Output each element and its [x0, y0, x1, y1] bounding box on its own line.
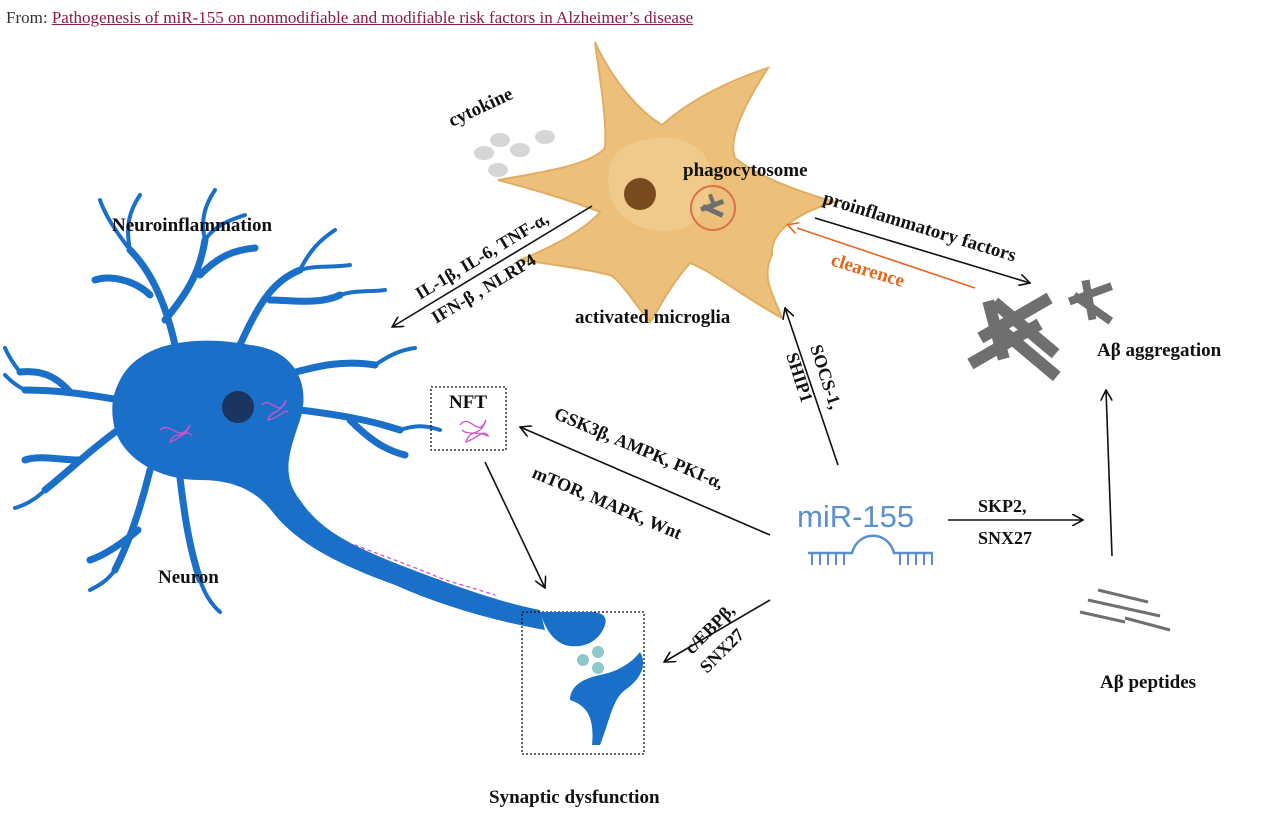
- arrow-microglia-to-neuron: [392, 205, 593, 327]
- from-label: From:: [6, 8, 48, 27]
- article-link[interactable]: Pathogenesis of miR-155 on nonmodifiable…: [51, 8, 694, 27]
- gsk-line2-label: mTOR, MAPK, Wnt: [529, 462, 684, 543]
- arrow-mir-to-microglia: [785, 308, 839, 466]
- microglia-cell-icon: [497, 41, 839, 324]
- arrow-clearance: [797, 228, 976, 289]
- skp-line1-label: SKP2,: [978, 496, 1027, 516]
- phagocytosome-icon: [690, 185, 736, 231]
- neuroinflammation-label: Neuroinflammation: [112, 215, 273, 236]
- synaptic-dysfunction-label: Synaptic dysfunction: [489, 787, 660, 808]
- microglia-nucleus-icon: [624, 178, 656, 210]
- amyloid-aggregate-icon: [967, 279, 1114, 382]
- ab-aggregation-label: Aβ aggregation: [1097, 340, 1222, 361]
- nft-tangle-icon: [459, 419, 490, 444]
- phagocytosome-label: phagocytosome: [683, 160, 808, 181]
- mir155-label: miR-155: [797, 499, 914, 534]
- cytokine-label: cytokine: [445, 84, 516, 132]
- neuron-cell-icon: [3, 188, 545, 630]
- synapse-icon: [540, 612, 644, 745]
- tau-tangle-icon: [159, 399, 496, 596]
- arrow-mir-to-nft: [520, 427, 771, 536]
- ab-peptides-label: Aβ peptides: [1100, 672, 1196, 693]
- arrow-mir-to-synapse: [664, 599, 771, 662]
- socs-line1-label: SOCS-1,: [806, 342, 846, 411]
- neuron-label: Neuron: [158, 567, 219, 588]
- cytokine-dots-icon: [474, 130, 555, 177]
- mirna-hairpin-icon: [808, 534, 933, 565]
- arrow-nft-to-synapse: [484, 461, 545, 588]
- nft-label: NFT: [449, 392, 487, 413]
- arrow-microglia-to-aggregation: [814, 217, 1030, 283]
- neuron-nucleus-icon: [222, 391, 254, 423]
- source-line: From: Pathogenesis of miR-155 on nonmodi…: [6, 8, 693, 28]
- clearance-label: clearence: [829, 250, 907, 292]
- amyloid-peptides-icon: [1079, 588, 1171, 632]
- activated-microglia-label: activated microglia: [575, 307, 731, 328]
- skp-line2-label: SNX27: [978, 528, 1032, 548]
- arrow-peptides-to-aggregation: [1106, 390, 1113, 557]
- nft-box: [430, 386, 507, 451]
